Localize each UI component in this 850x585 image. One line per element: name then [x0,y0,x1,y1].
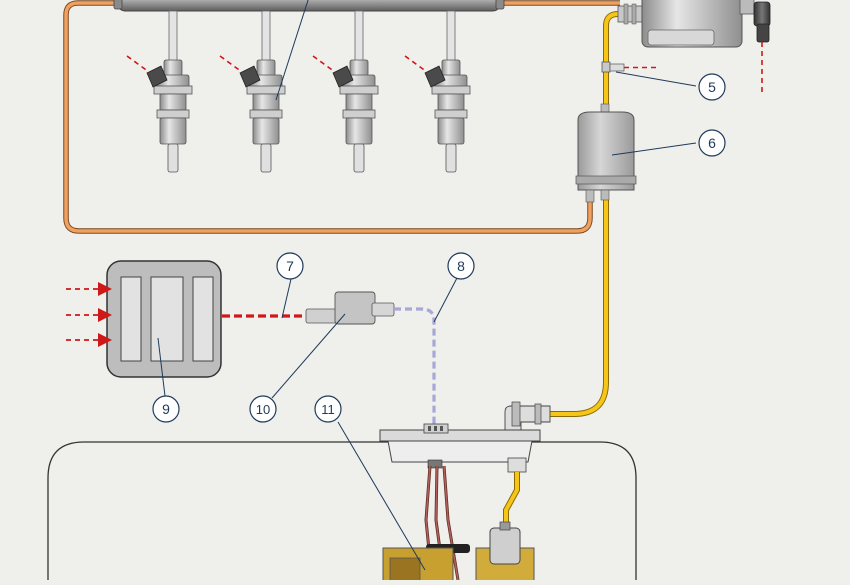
callout-label: 8 [457,258,465,274]
fuel-rail [113,0,505,12]
callout-11: 11 [314,395,342,423]
pressure-sensor [601,61,697,87]
callout-8: 8 [447,252,475,280]
leader-line [275,0,309,101]
pump-wires [424,465,460,581]
injector [404,10,471,173]
fuel-tank [47,441,637,585]
fuel-pump-module [379,401,551,473]
leader-line [337,421,426,571]
callout-9: 9 [152,395,180,423]
injector [219,10,286,173]
callout-label: 10 [256,402,270,417]
callout-5: 5 [698,73,726,101]
control-unit [106,260,222,397]
sensor-inputs [66,282,112,347]
pressure-regulator [617,0,771,96]
fuel-pump [382,521,535,585]
callout-label: 6 [708,135,716,151]
callout-label: 5 [708,79,716,95]
injector [126,10,193,173]
pump-wiring [394,307,436,424]
injector [312,10,379,173]
callout-label: 11 [321,402,335,417]
callout-label: 9 [162,401,170,417]
relay [271,291,395,399]
return-line [63,0,593,234]
callout-label: 7 [286,258,294,274]
callout-6: 6 [698,129,726,157]
fuel-filter [575,103,697,203]
callout-10: 10 [249,395,277,423]
callout-7: 7 [276,252,304,280]
injectors [126,10,471,173]
